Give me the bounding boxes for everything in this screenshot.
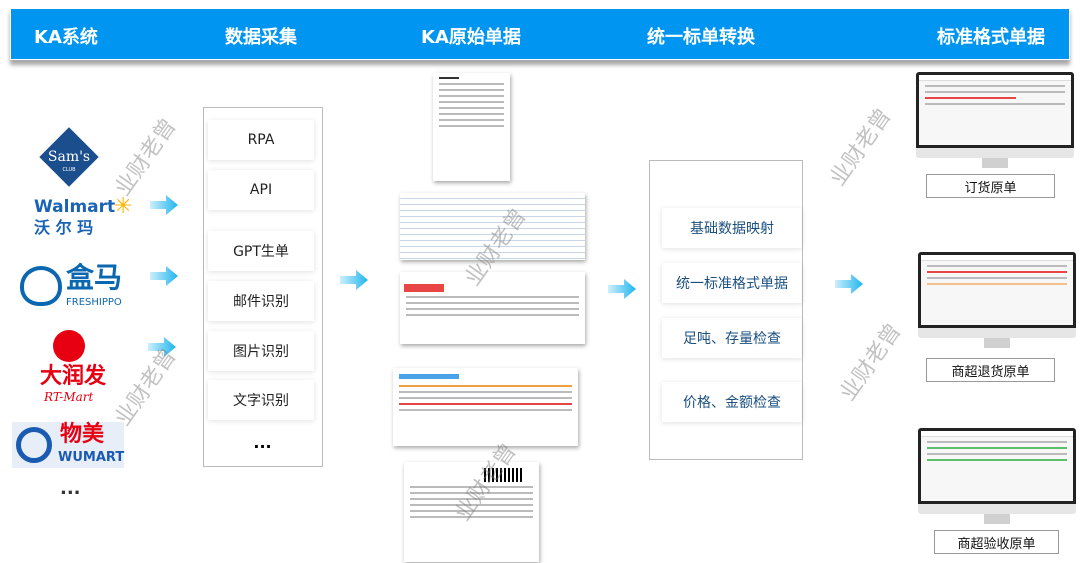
step-master-data-mapping: 基础数据映射 (662, 208, 802, 248)
output-acceptance: 商超验收原单 (934, 530, 1059, 554)
method-image: 图片识别 (208, 331, 314, 371)
arrow-icon (150, 266, 178, 286)
step-unified-format: 统一标准格式单据 (662, 263, 802, 303)
walmart-spark-icon: ✳ (114, 194, 133, 219)
output-order: 订货原单 (926, 174, 1055, 198)
output-return: 商超退货原单 (926, 358, 1055, 382)
watermark: 业财老曾 (825, 104, 897, 191)
wumart-logo: 物美 WUMART (12, 422, 124, 468)
sams-club-sub: CLUB (62, 167, 76, 173)
raw-doc-thumbnail (393, 368, 578, 446)
arrow-icon (340, 270, 368, 290)
rtmart-cn: 大润发 (40, 364, 107, 389)
method-api: API (208, 170, 314, 210)
data-collection-panel: RPA API GPT生单 邮件识别 图片识别 文字识别 ... (203, 107, 323, 467)
header-raw-docs: KA原始单据 (421, 27, 521, 48)
method-rpa: RPA (208, 120, 314, 160)
raw-doc-thumbnail (404, 462, 539, 562)
wumart-cn: 物美 (60, 422, 105, 447)
ka-more: ... (60, 478, 81, 499)
monitor-return (918, 252, 1076, 348)
method-gpt: GPT生单 (208, 231, 314, 271)
raw-doc-thumbnail (400, 193, 585, 260)
method-text: 文字识别 (208, 380, 314, 420)
watermark: 业财老曾 (835, 319, 907, 406)
watermark: 业财老曾 (110, 114, 182, 201)
method-email: 邮件识别 (208, 281, 314, 321)
arrow-icon (148, 337, 176, 357)
wumart-emblem-icon (16, 427, 52, 463)
freshippo-cn: 盒马 (66, 261, 123, 294)
header-data-collection: 数据采集 (225, 27, 297, 48)
freshippo-mascot-icon (20, 266, 62, 306)
sams-club-text: Sam's (47, 149, 91, 165)
raw-doc-thumbnail (400, 272, 585, 344)
method-more: ... (253, 433, 272, 452)
step-price-check: 价格、金额检查 (662, 382, 802, 422)
rtmart-logo-icon (53, 330, 85, 362)
step-stock-check: 足吨、存量检查 (662, 318, 802, 358)
rtmart-en: RT-Mart (44, 390, 94, 404)
arrow-icon (150, 195, 178, 215)
walmart-cn: 沃 尔 玛 (34, 218, 94, 237)
arrow-icon (835, 274, 863, 294)
header-standard-docs: 标准格式单据 (937, 27, 1045, 48)
header-conversion: 统一标单转换 (647, 27, 755, 48)
monitor-acceptance (918, 428, 1076, 524)
watermark: 业财老曾 (110, 344, 182, 431)
raw-doc-thumbnail (433, 73, 510, 181)
arrow-icon (608, 279, 636, 299)
wumart-en: WUMART (58, 450, 125, 465)
header-bar: KA系统 数据采集 KA原始单据 统一标单转换 标准格式单据 (10, 8, 1070, 60)
conversion-panel: 基础数据映射 统一标准格式单据 足吨、存量检查 价格、金额检查 (649, 160, 803, 460)
walmart-logo: Walmart (34, 197, 116, 217)
header-ka-system: KA系统 (34, 27, 98, 48)
monitor-order (916, 72, 1074, 168)
freshippo-en: FRESHIPPO (66, 297, 122, 308)
